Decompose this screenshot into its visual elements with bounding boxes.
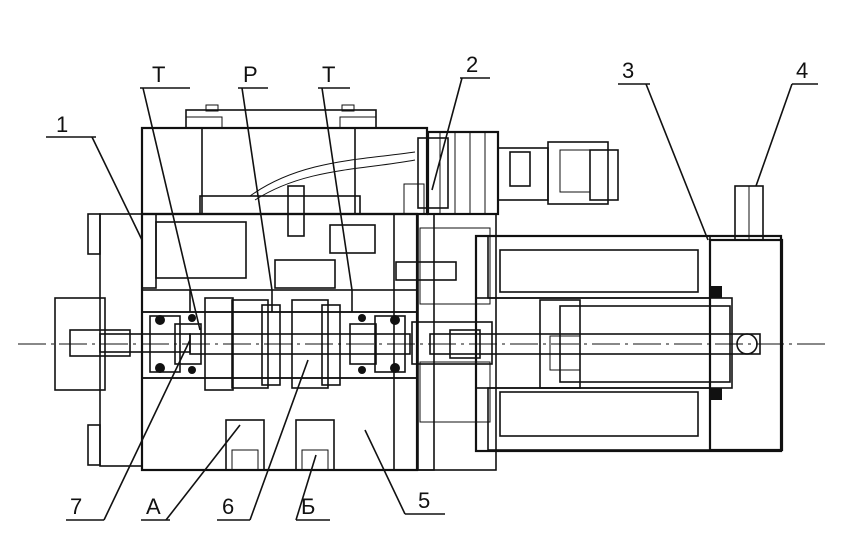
label-4: 4 bbox=[796, 58, 808, 83]
label-7: 7 bbox=[70, 494, 82, 519]
label-2: 2 bbox=[466, 52, 478, 77]
label-T-right: Т bbox=[322, 62, 335, 87]
label-B: Б bbox=[301, 494, 315, 519]
adapter-plate bbox=[393, 213, 497, 471]
label-5: 5 bbox=[418, 488, 430, 513]
label-6: 6 bbox=[222, 494, 234, 519]
label-3: 3 bbox=[622, 58, 634, 83]
left-end-cap bbox=[54, 213, 191, 467]
label-1: 1 bbox=[56, 112, 68, 137]
top-housing bbox=[140, 104, 429, 237]
electrical-connector bbox=[403, 130, 619, 216]
label-P: Р bbox=[243, 62, 258, 87]
leader-lines bbox=[46, 77, 818, 521]
label-A: А bbox=[146, 494, 161, 519]
right-end-cap bbox=[708, 185, 784, 452]
spool-bore bbox=[141, 297, 418, 391]
label-T-left: Т bbox=[152, 62, 165, 87]
callout-labels: 1 Т Р Т 2 3 4 7 А 6 Б 5 bbox=[56, 52, 808, 519]
